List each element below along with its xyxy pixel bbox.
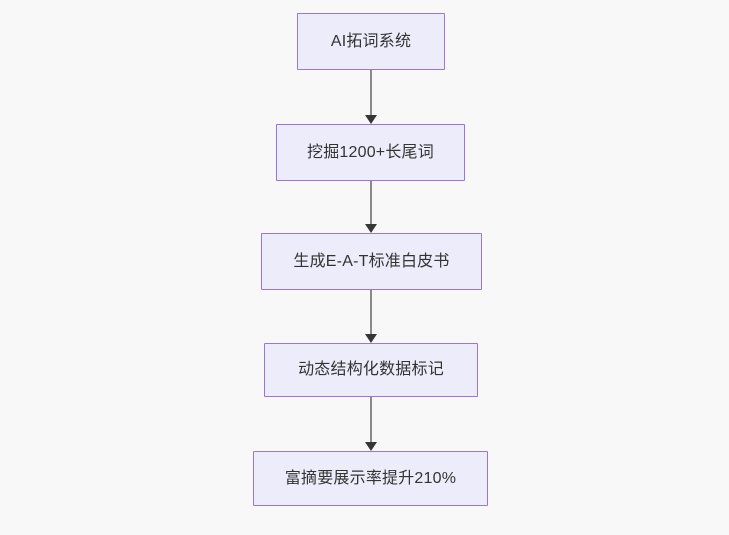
flowchart-node-3[interactable]: 生成E-A-T标准白皮书: [261, 233, 482, 290]
flowchart-node-3-label: 生成E-A-T标准白皮书: [293, 252, 450, 270]
flowchart-node-5[interactable]: 富摘要展示率提升210%: [253, 451, 488, 506]
flowchart-node-4[interactable]: 动态结构化数据标记: [264, 343, 478, 397]
flowchart-edge-2: [358, 181, 384, 233]
flowchart-edge-4: [358, 397, 384, 451]
flowchart-node-4-label: 动态结构化数据标记: [298, 361, 444, 378]
arrow-down-icon: [365, 115, 377, 124]
flowchart-node-1-label: AI拓词系统: [330, 32, 412, 50]
flowchart-edge-3: [358, 290, 384, 343]
arrow-down-icon: [365, 224, 377, 233]
edge-line: [370, 397, 372, 442]
flowchart-node-2[interactable]: 挖掘1200+长尾词: [276, 124, 465, 181]
edge-line: [370, 290, 372, 334]
flowchart-node-2-label: 挖掘1200+长尾词: [307, 143, 434, 161]
edge-line: [370, 181, 372, 224]
arrow-down-icon: [365, 442, 377, 451]
arrow-down-icon: [365, 334, 377, 343]
flowchart-node-1[interactable]: AI拓词系统: [297, 13, 445, 70]
flowchart-edge-1: [358, 70, 384, 124]
flowchart-node-5-label: 富摘要展示率提升210%: [284, 469, 457, 487]
edge-line: [370, 70, 372, 115]
